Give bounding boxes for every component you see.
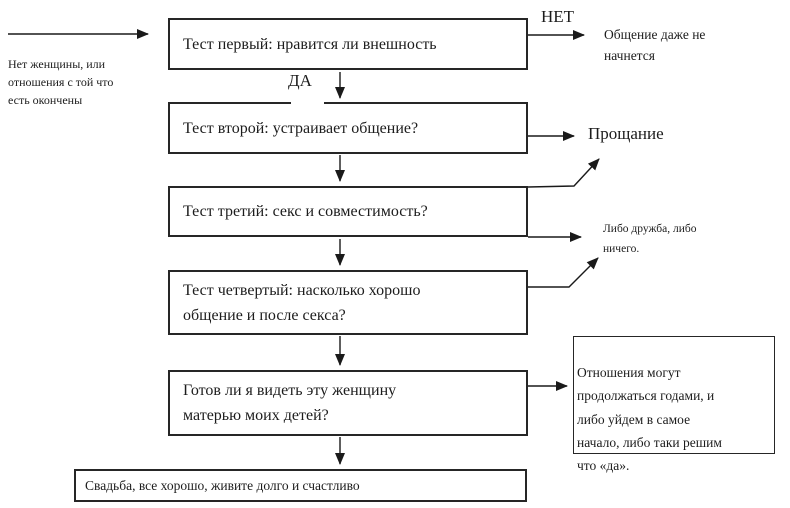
flow-step-final-label: Свадьба, все хорошо, живите долго и счас… bbox=[85, 478, 360, 493]
flow-step-test1: Тест первый: нравится ли внешность bbox=[168, 18, 528, 70]
label-no: НЕТ bbox=[541, 7, 575, 26]
outcome-relationship-label: Отношения могут продолжаться годами, и л… bbox=[577, 365, 722, 474]
label-yes: ДА bbox=[288, 71, 312, 90]
outcome-relationship-box: Отношения могут продолжаться годами, и л… bbox=[573, 336, 775, 473]
flow-step-test4-label: Тест четвертый: насколько хорошо общение… bbox=[183, 281, 421, 324]
entry-note: Нет женщины, или отношения с той что ест… bbox=[8, 57, 114, 107]
outcome-farewell: Прощание bbox=[588, 124, 664, 143]
arrow-test3-farewell bbox=[527, 158, 600, 188]
flow-step-test2: Тест второй: устраивает общение? bbox=[168, 102, 528, 154]
flow-step-test5: Готов ли я видеть эту женщину матерью мо… bbox=[168, 370, 528, 436]
flow-step-test4: Тест четвертый: насколько хорошо общение… bbox=[168, 270, 528, 335]
flow-step-test2-label: Тест второй: устраивает общение? bbox=[183, 119, 419, 137]
outcome-no-contact: Общение даже не начнется bbox=[604, 27, 706, 63]
flow-step-test3: Тест третий: секс и совместимость? bbox=[168, 186, 528, 237]
flow-step-test5-label: Готов ли я видеть эту женщину матерью мо… bbox=[183, 382, 397, 424]
arrow-test4-friendship bbox=[528, 257, 599, 288]
flow-step-final: Свадьба, все хорошо, живите долго и счас… bbox=[74, 469, 527, 502]
box2-border-gap-artifact bbox=[291, 101, 324, 106]
flow-step-test1-label: Тест первый: нравится ли внешность bbox=[183, 35, 437, 53]
flow-step-test3-label: Тест третий: секс и совместимость? bbox=[183, 203, 428, 220]
outcome-friendship: Либо дружба, либо ничего. bbox=[603, 223, 697, 255]
